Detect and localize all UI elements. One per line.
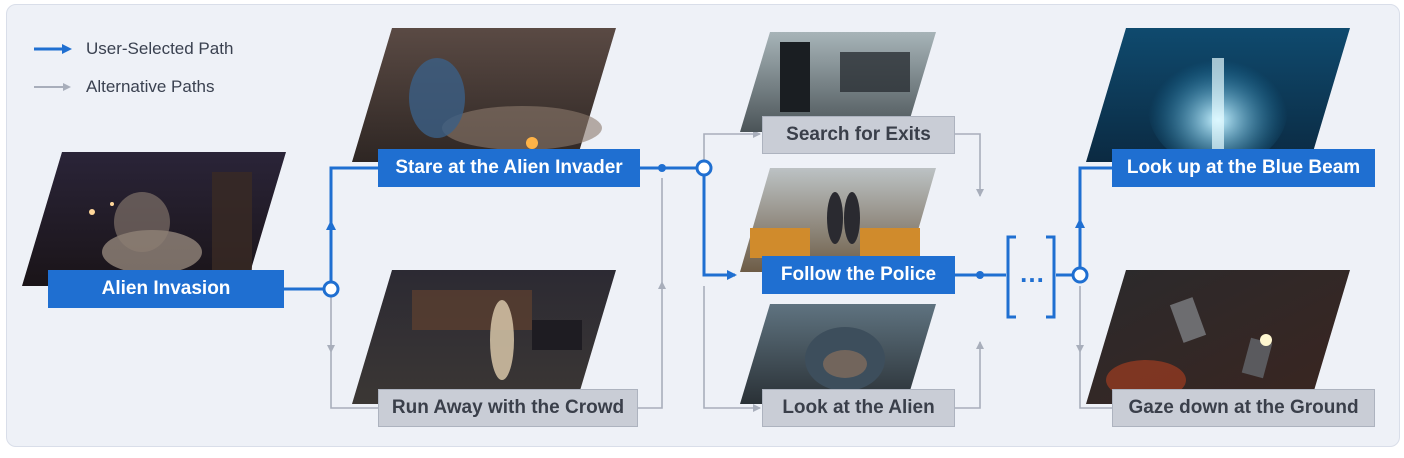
thumb-search-exits [740,32,936,132]
alternative-arrow-icon [34,83,71,91]
edge-run-away-horizontal [330,352,378,409]
thumb-stare [352,28,616,162]
junction-dot-1 [658,164,666,172]
legend: User-Selected Path Alternative Paths [34,30,233,106]
edge-hub-down-to-follow [702,176,737,280]
branch-node-2 [695,159,713,177]
node-stare-at-alien[interactable]: Stare at the Alien Invader [378,149,640,187]
thumb-look-alien [740,304,936,404]
junction-dot-2 [976,271,984,279]
edge-to-look-up [1078,166,1112,220]
selected-edges [284,166,1112,291]
node-alien-invasion[interactable]: Alien Invasion [48,270,284,308]
thumb-run-away [352,270,616,404]
node-look-alien[interactable]: Look at the Alien [762,389,955,427]
legend-alternative-label: Alternative Paths [86,77,215,96]
edge-look-alien-out [955,341,984,409]
node-look-up[interactable]: Look up at the Blue Beam [1112,149,1375,187]
thumb-look-up [1086,28,1350,162]
legend-selected: User-Selected Path [34,30,233,68]
node-run-away[interactable]: Run Away with the Crowd [378,389,638,427]
thumb-alien-invasion [22,152,286,286]
thumb-gaze-down [1086,270,1350,404]
edge-branch-to-stare [329,166,378,222]
legend-alternative: Alternative Paths [34,68,233,106]
ellipsis-brackets [1006,235,1056,319]
ellipsis-label: … [1019,258,1045,288]
edge-search-exits-out [955,133,984,197]
branch-node-1 [322,280,340,298]
node-search-exits[interactable]: Search for Exits [762,116,955,154]
selected-arrow-icon [34,44,72,54]
edge-run-away-to-hub [637,281,666,409]
thumb-follow-police [740,168,936,272]
node-follow-police[interactable]: Follow the Police [762,256,955,294]
branch-node-3 [1071,266,1089,284]
alternative-edges [327,130,1112,412]
edge-gaze-down-horizontal [1079,352,1112,409]
legend-selected-label: User-Selected Path [86,39,234,58]
node-gaze-down[interactable]: Gaze down at the Ground [1112,389,1375,427]
edge-to-look-alien [703,286,761,412]
